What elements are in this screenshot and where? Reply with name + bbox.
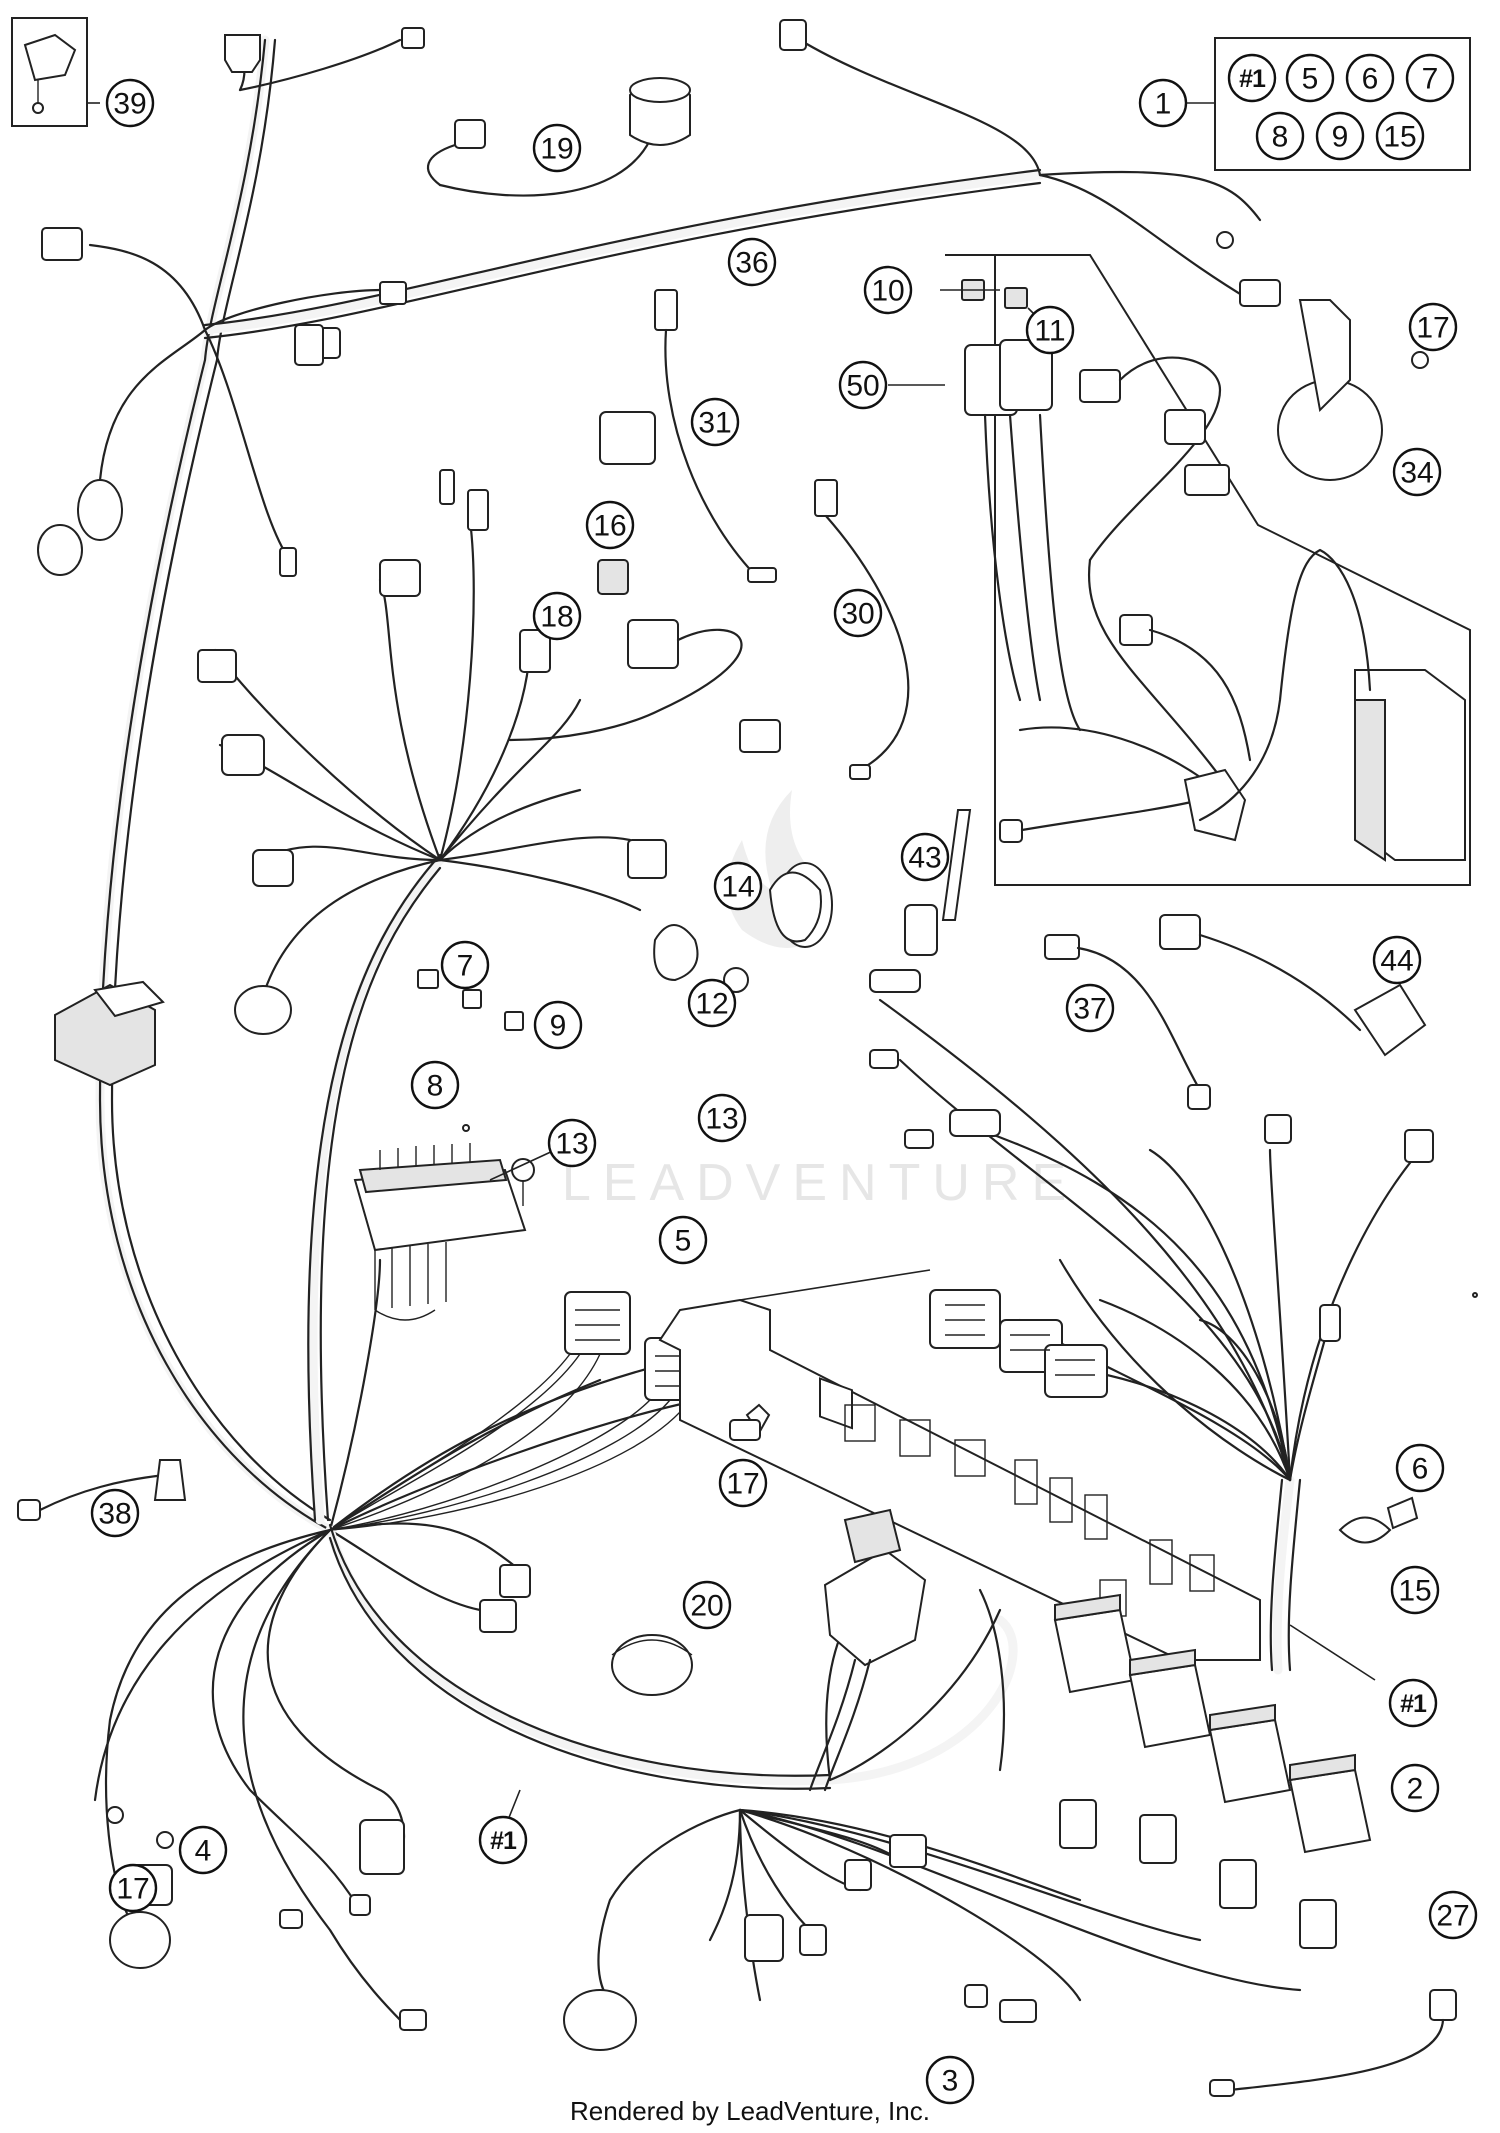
callout-13-right: 13 bbox=[705, 1103, 738, 1136]
callout-50: 50 bbox=[846, 370, 879, 403]
sensor-19 bbox=[427, 77, 691, 197]
ecu-connector bbox=[808, 1508, 1006, 1792]
callout-17-bottom: 17 bbox=[116, 1873, 149, 1906]
callout-2: 2 bbox=[1407, 1773, 1424, 1806]
callout-17-top: 17 bbox=[1416, 312, 1449, 345]
cables-37-44 bbox=[869, 904, 1434, 1342]
callout-12: 12 bbox=[695, 988, 728, 1021]
cable-38 bbox=[17, 1459, 187, 1521]
small-hardware bbox=[462, 809, 1478, 1544]
callout-20: 20 bbox=[690, 1590, 723, 1623]
part-39-box bbox=[11, 17, 100, 127]
kit-label-5: 5 bbox=[1302, 63, 1319, 96]
callouts: 39 19 1 36 10 11 17 50 31 34 16 18 30 14… bbox=[90, 78, 1478, 2105]
callout-5: 5 bbox=[675, 1225, 692, 1258]
callout-27: 27 bbox=[1436, 1900, 1469, 1933]
relay-group bbox=[1053, 1593, 1372, 1949]
callout-39: 39 bbox=[113, 88, 146, 121]
callout-13-left: 13 bbox=[555, 1128, 588, 1161]
callout-harness-right: #1 bbox=[1400, 1690, 1427, 1718]
callout-37: 37 bbox=[1073, 993, 1106, 1026]
watermark-text: LEADVENTURE bbox=[562, 1154, 1078, 1212]
callout-17-mid: 17 bbox=[726, 1468, 759, 1501]
connector-group-left bbox=[37, 27, 667, 1087]
callout-31: 31 bbox=[698, 407, 731, 440]
kit-box-labels: #1 5 6 7 8 9 15 bbox=[1227, 53, 1455, 161]
footer-credit: Rendered by LeadVenture, Inc. bbox=[570, 2096, 930, 2126]
callout-36: 36 bbox=[735, 247, 768, 280]
kit-label-15: 15 bbox=[1383, 121, 1416, 154]
cable-31 bbox=[654, 289, 777, 583]
kit-label-6: 6 bbox=[1362, 63, 1379, 96]
cable-30 bbox=[814, 479, 910, 780]
bottom-connectors bbox=[106, 1564, 1037, 2051]
callout-6: 6 bbox=[1412, 1453, 1429, 1486]
kit-label-h1: #1 bbox=[1239, 65, 1266, 93]
connector-36 bbox=[294, 19, 1281, 366]
kit-label-9: 9 bbox=[1332, 121, 1349, 154]
callout-30: 30 bbox=[841, 598, 874, 631]
callout-10: 10 bbox=[871, 275, 904, 308]
callout-7: 7 bbox=[457, 950, 474, 983]
callout-34: 34 bbox=[1400, 457, 1433, 490]
callout-9: 9 bbox=[550, 1010, 567, 1043]
relay-16-18 bbox=[508, 411, 781, 753]
fuses-7-8-9 bbox=[417, 969, 524, 1031]
callout-11: 11 bbox=[1034, 315, 1065, 348]
inset-box-50 bbox=[945, 254, 1471, 886]
callout-19: 19 bbox=[540, 133, 573, 166]
kit-label-8: 8 bbox=[1272, 121, 1289, 154]
callout-harness-bottom: #1 bbox=[490, 1827, 517, 1855]
callout-1: 1 bbox=[1155, 88, 1172, 121]
callout-3: 3 bbox=[942, 2065, 959, 2098]
callout-16: 16 bbox=[593, 510, 626, 543]
callout-18: 18 bbox=[540, 601, 573, 634]
kit-label-7: 7 bbox=[1422, 63, 1439, 96]
callout-14: 14 bbox=[721, 871, 754, 904]
kit-box bbox=[1185, 37, 1471, 171]
callout-4: 4 bbox=[195, 1835, 212, 1868]
callout-15: 15 bbox=[1398, 1575, 1431, 1608]
cable-27 bbox=[1209, 1989, 1457, 2097]
callout-8: 8 bbox=[427, 1070, 444, 1103]
callout-38: 38 bbox=[98, 1498, 131, 1531]
fuse-box bbox=[353, 1143, 527, 1321]
callout-44: 44 bbox=[1380, 945, 1413, 978]
grommet bbox=[611, 1634, 693, 1696]
callout-43: 43 bbox=[908, 842, 941, 875]
main-harness bbox=[88, 35, 1432, 2032]
bracket-plate bbox=[658, 1289, 1261, 1661]
